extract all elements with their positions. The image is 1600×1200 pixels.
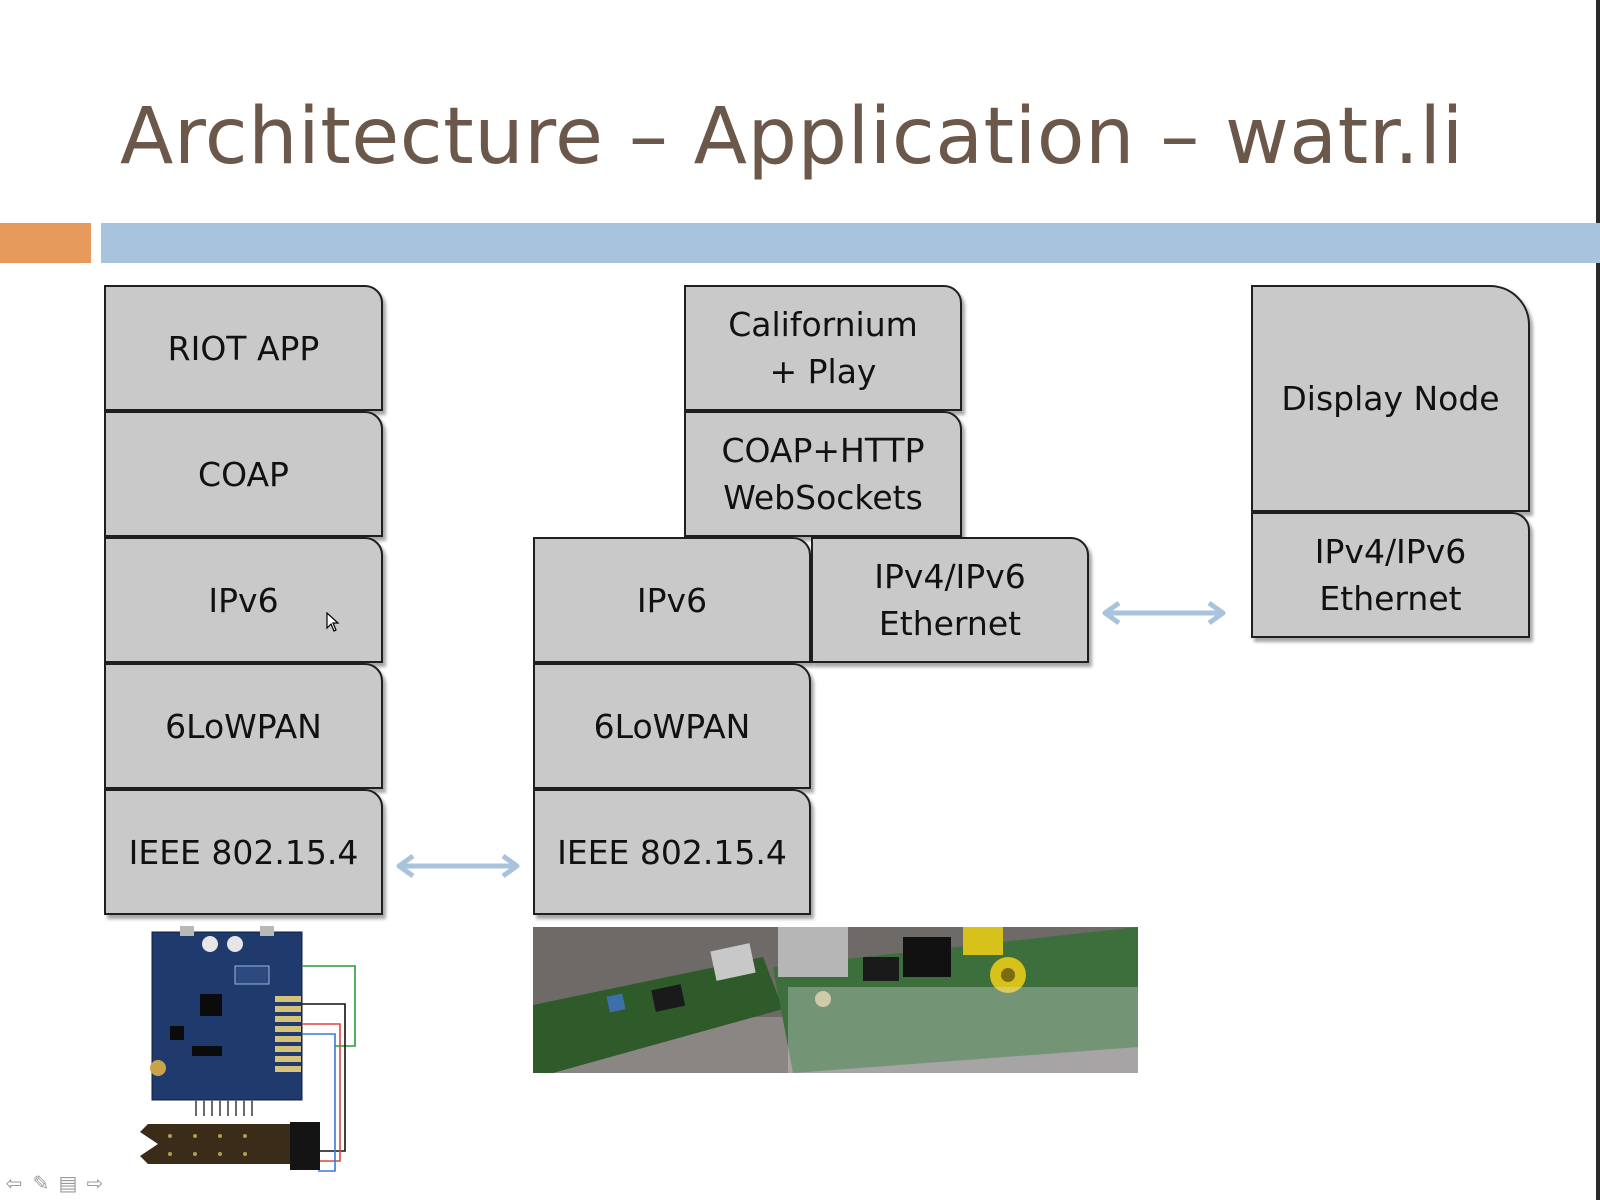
slide-title: Architecture – Application – watr.li: [120, 92, 1464, 182]
slideshow-nav: ⇦ ✎ ▤ ⇨: [2, 1172, 107, 1194]
menu-icon[interactable]: ▤: [58, 1171, 78, 1195]
gateway-layer-californium: Californium + Play: [684, 285, 962, 411]
node-layer-ieee: IEEE 802.15.4: [104, 789, 383, 915]
gateway-layer-ieee: IEEE 802.15.4: [533, 789, 811, 915]
node-layer-app: RIOT APP: [104, 285, 383, 411]
display-layer-node: Display Node: [1251, 285, 1530, 512]
gateway-display-arrow: [1102, 600, 1226, 626]
next-icon[interactable]: ⇨: [86, 1171, 104, 1195]
node-layer-coap: COAP: [104, 411, 383, 537]
accent-bar-orange: [0, 223, 91, 263]
window-edge: [1596, 0, 1600, 1200]
prev-icon[interactable]: ⇦: [5, 1171, 23, 1195]
mouse-cursor-icon: [326, 612, 340, 632]
display-layer-ethernet: IPv4/IPv6 Ethernet: [1251, 512, 1530, 638]
node-layer-ipv6: IPv6: [104, 537, 383, 663]
pen-icon[interactable]: ✎: [32, 1171, 50, 1195]
hardware-photo: [533, 927, 1138, 1073]
board-icon: [140, 926, 356, 1172]
gateway-layer-ethernet: IPv4/IPv6 Ethernet: [811, 537, 1089, 663]
node-gateway-arrow: [396, 853, 520, 879]
accent-bar-blue: [101, 223, 1600, 263]
gateway-layer-6lowpan: 6LoWPAN: [533, 663, 811, 789]
node-layer-6lowpan: 6LoWPAN: [104, 663, 383, 789]
gateway-layer-ipv6: IPv6: [533, 537, 811, 663]
gateway-layer-coap-http: COAP+HTTP WebSockets: [684, 411, 962, 537]
